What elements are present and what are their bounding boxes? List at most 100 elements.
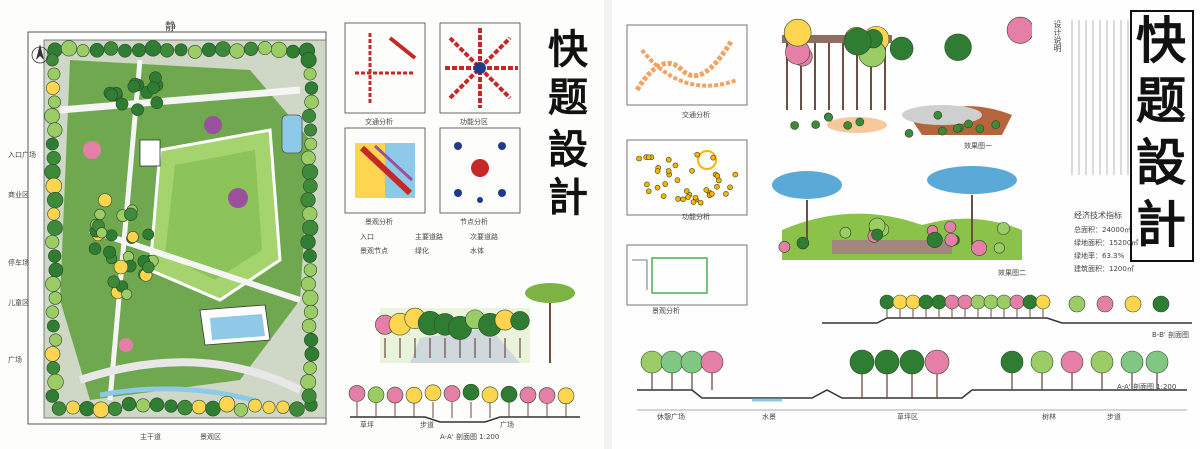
- tree-mark: [680, 350, 704, 374]
- plan-label-left-3: 停车场: [8, 259, 29, 267]
- plan-dot: [709, 191, 715, 197]
- tree-mark: [45, 389, 60, 403]
- tree-mark: [790, 121, 799, 130]
- tree-mark: [957, 294, 973, 310]
- plan-dot: [703, 187, 710, 193]
- tree-mark: [367, 386, 385, 404]
- tree-mark: [1009, 294, 1025, 310]
- design-note-text: [1071, 20, 1129, 175]
- tree-mark: [103, 41, 119, 56]
- legend-item-4: 景观节点: [360, 247, 388, 255]
- tree-mark: [49, 333, 63, 347]
- diagram-caption-3: 景观分析: [365, 218, 393, 226]
- tree-mark: [46, 319, 60, 333]
- tree-mark: [60, 40, 78, 57]
- tree-mark: [918, 294, 934, 310]
- tree-mark: [303, 361, 317, 375]
- section2-label-3: 草坪区: [897, 413, 918, 421]
- tree-mark: [150, 96, 164, 110]
- plan-dot: [694, 151, 700, 158]
- tree-mark: [300, 192, 316, 208]
- tree-mark: [286, 44, 300, 59]
- tree-mark: [481, 386, 499, 404]
- tree-mark: [519, 386, 537, 404]
- tree-mark: [142, 228, 155, 241]
- tree-mark: [1006, 16, 1032, 44]
- plan-label-bottom-right: 景观区: [200, 433, 221, 441]
- diagram-caption-1: 交通分析: [365, 118, 393, 126]
- tree-mark: [164, 399, 178, 413]
- title-right-char-3: 設: [1136, 133, 1186, 192]
- tree-mark: [79, 400, 95, 417]
- tree-mark: [215, 41, 231, 57]
- tree-mark: [952, 124, 962, 133]
- plan-dot: [662, 181, 668, 187]
- tree-mark: [510, 311, 530, 331]
- tree-mark: [904, 128, 914, 138]
- tree-mark: [783, 18, 812, 47]
- plan-dot: [645, 154, 652, 161]
- plan-label-top-road: 静: [165, 20, 176, 33]
- tree-mark: [218, 396, 236, 413]
- tree-mark: [191, 399, 207, 415]
- tree-mark: [229, 43, 245, 59]
- section-drawing-lower: [637, 349, 1187, 411]
- plan-label-bottom: 主干道: [140, 433, 161, 441]
- tree-mark: [234, 402, 248, 417]
- tree-mark: [248, 398, 262, 413]
- tech-item-4: 建筑面积：1200㎡: [1074, 265, 1134, 273]
- plan-dot: [672, 162, 679, 169]
- tree-mark: [115, 97, 129, 111]
- tree-mark: [811, 120, 820, 129]
- plan-dot: [654, 184, 661, 191]
- tree-mark: [47, 67, 61, 81]
- tree-mark: [874, 349, 900, 375]
- tree-mark: [971, 240, 988, 256]
- tree-mark: [796, 236, 810, 250]
- tree-mark: [47, 122, 63, 138]
- tree-mark: [205, 400, 221, 417]
- tree-mark: [48, 249, 62, 263]
- analysis-diagrams: [344, 22, 521, 214]
- tree-mark: [1068, 295, 1086, 313]
- tree-mark: [304, 94, 319, 110]
- tree-mark: [879, 294, 895, 310]
- tree-mark: [45, 234, 60, 250]
- tree-mark: [174, 43, 188, 57]
- tree-mark: [964, 119, 973, 129]
- tree-mark: [970, 294, 986, 310]
- tree-mark: [303, 67, 317, 81]
- perspective-view-1: [762, 15, 1032, 145]
- plan-dot: [697, 199, 704, 206]
- tree-mark: [1090, 350, 1114, 374]
- tree-mark: [301, 163, 319, 181]
- tree-mark: [993, 242, 1005, 254]
- tree-mark: [276, 400, 290, 414]
- tree-mark: [933, 110, 943, 120]
- plan-dot: [715, 177, 722, 184]
- tree-mark: [113, 259, 129, 275]
- tree-mark: [188, 44, 202, 59]
- plan-dot: [660, 193, 667, 200]
- tree-mark: [159, 43, 175, 58]
- tree-mark: [997, 222, 1010, 235]
- title-char-4: 計: [548, 174, 588, 221]
- tree-mark: [47, 373, 64, 391]
- plan-dot: [714, 183, 720, 190]
- tree-mark: [48, 291, 62, 305]
- plan-dot: [644, 181, 650, 188]
- tree-mark: [843, 121, 852, 130]
- tree-mark: [303, 304, 319, 320]
- tree-mark: [45, 276, 61, 292]
- tree-mark: [938, 126, 947, 136]
- plan-dot: [727, 184, 733, 191]
- tech-item-2: 绿地面积：15200㎡: [1074, 239, 1139, 247]
- tree-mark: [131, 103, 144, 116]
- tree-mark: [177, 399, 193, 416]
- plan-dot: [732, 171, 739, 178]
- plan-dot: [636, 155, 642, 162]
- tree-mark: [538, 387, 556, 404]
- tree-mark: [105, 88, 119, 102]
- tree-mark: [44, 163, 61, 181]
- plan-label-left-5: 广场: [8, 356, 22, 364]
